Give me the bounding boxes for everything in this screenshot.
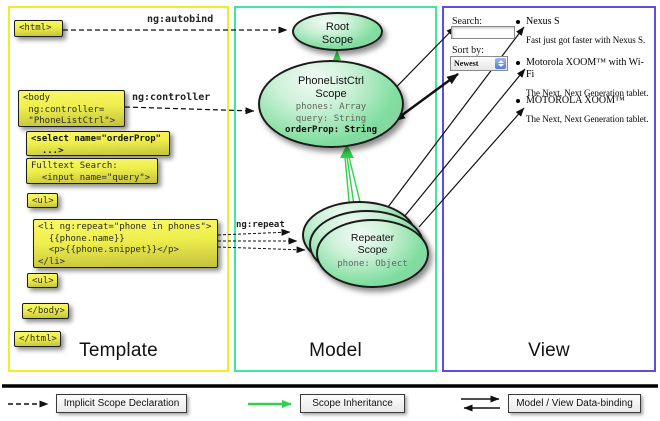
code-line: ...>: [31, 145, 64, 156]
ng-autobind-label: ng:autobind: [147, 14, 214, 25]
code-line: "PhoneListCtrl">: [23, 116, 116, 127]
view-panel-label: View: [528, 340, 570, 361]
sort-select-value: Newest: [454, 59, 479, 68]
legend-label: Implicit Scope Declaration: [63, 398, 180, 409]
phone-list-item: MOTOROLA XOOM™ The Next, Next Generation…: [516, 95, 652, 125]
bullet-icon: [516, 20, 520, 24]
query-prop: query: String: [295, 113, 367, 124]
phonelistctrl-scope-title: PhoneListCtrl: [297, 75, 365, 87]
orderprop-prop: orderProp: String: [284, 124, 378, 135]
code-html-open: <html>: [14, 20, 63, 37]
legend-model-view-data-binding: Model / View Data-binding: [508, 394, 641, 413]
root-scope-title: Scope: [321, 33, 354, 46]
phone-list-item: Nexus S Fast just got faster with Nexus …: [516, 16, 652, 46]
bullet-icon: [516, 99, 520, 103]
ng-controller-label: ng:controller: [132, 92, 211, 103]
repeater-scope-title: Scope: [357, 244, 388, 257]
phone-name: Nexus S: [526, 16, 560, 27]
bullet-icon: [516, 61, 520, 65]
code-ul-open: <ul>: [27, 193, 58, 208]
phones-prop: phones: Array: [295, 102, 367, 113]
code-line: <select name="orderProp": [31, 134, 162, 144]
root-scope-ellipse: Root Scope: [292, 12, 383, 51]
legend-label: Scope Inheritance: [312, 398, 393, 409]
phonelistctrl-scope-title: Scope: [315, 87, 347, 100]
phone-snippet: Fast just got faster with Nexus S.: [526, 35, 646, 45]
phone-snippet: The Next, Next Generation tablet.: [526, 88, 649, 98]
phone-name: Motorola XOOM™ with Wi-Fi: [526, 57, 644, 80]
code-line: <input name="query">: [31, 172, 151, 183]
phone-name: MOTOROLA XOOM™: [526, 95, 625, 106]
phonelistctrl-scope-ellipse: PhoneListCtrl Scope phones: Array query:…: [258, 60, 404, 148]
legend-label: Model / View Data-binding: [516, 398, 633, 409]
phone-list-item: Motorola XOOM™ with Wi-Fi The Next, Next…: [516, 57, 652, 99]
sort-by-label: Sort by:: [452, 45, 484, 56]
code-line: <li ng:repeat="phone in phones">: [38, 222, 212, 232]
ng-repeat-label: ng:repeat: [236, 220, 285, 230]
template-panel-label: Template: [79, 340, 158, 361]
search-input[interactable]: [451, 26, 515, 39]
code-fulltext-search: Fulltext Search: <input name="query">: [26, 158, 158, 184]
code-line: <p>{{phone.snippet}}</p>: [38, 245, 179, 256]
code-body-open: <body ng:controller= "PhoneListCtrl">: [18, 90, 125, 127]
root-scope-title: Root: [325, 21, 350, 33]
model-panel-label: Model: [309, 340, 362, 361]
select-stepper-icon: [495, 58, 506, 69]
code-line: {{phone.name}}: [38, 233, 125, 244]
code-line: </li>: [38, 256, 66, 267]
code-body-close: </body>: [22, 303, 69, 319]
legend-scope-inheritance: Scope Inheritance: [300, 394, 405, 413]
repeater-scope-title: Repeater: [350, 232, 395, 244]
code-li-repeat: <li ng:repeat="phone in phones"> {{phone…: [33, 219, 218, 268]
phone-snippet: The Next, Next Generation tablet.: [526, 114, 649, 124]
code-line: <body: [23, 93, 51, 103]
code-ul-close: <ul>: [27, 273, 58, 288]
code-html-close: </html>: [14, 331, 61, 347]
repeater-scope-ellipse: Repeater Scope phone: Object: [316, 219, 429, 288]
legend-implicit-scope-declaration: Implicit Scope Declaration: [56, 394, 187, 413]
code-line: Fulltext Search:: [31, 161, 118, 171]
sort-select[interactable]: Newest: [450, 56, 508, 71]
code-select: <select name="orderProp" ...>: [26, 131, 170, 156]
search-label: Search:: [452, 16, 482, 27]
code-line: ng:controller=: [23, 104, 105, 115]
phone-prop: phone: Object: [337, 259, 408, 270]
